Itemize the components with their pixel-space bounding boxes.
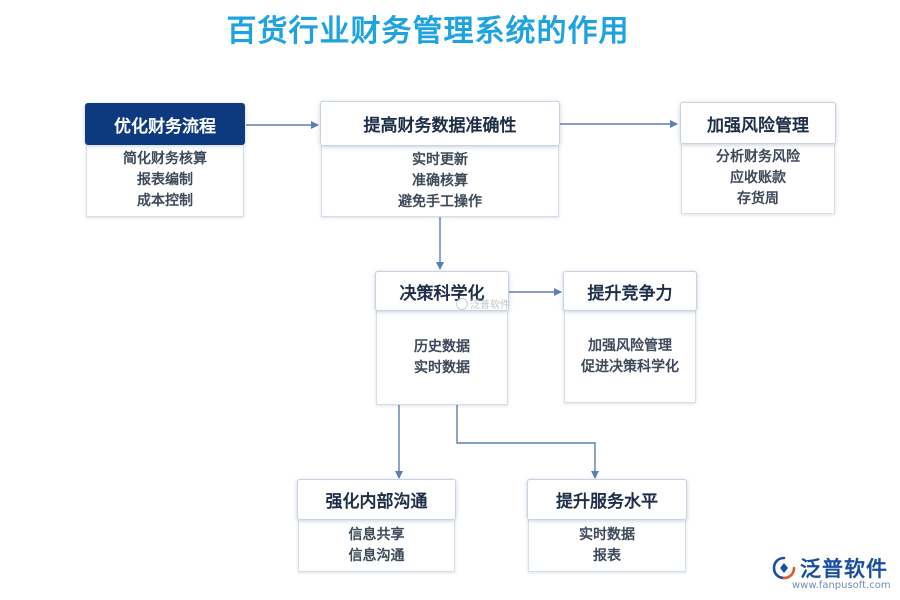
node-communication-body: 信息共享 信息沟通 (298, 520, 455, 572)
node-optimize-item: 成本控制 (137, 193, 193, 209)
node-communication-item: 信息共享 (348, 526, 405, 543)
inline-watermark: 泛普软件 (456, 296, 510, 311)
node-decision-body: 历史数据 实时数据 (376, 311, 508, 405)
node-enhance-competitiveness: 提升竞争力 加强风险管理 促进决策科学化 (563, 271, 697, 403)
node-communication-header: 强化内部沟通 (297, 479, 456, 520)
node-optimize-item: 报表编制 (137, 172, 193, 188)
node-decision-item: 历史数据 (414, 338, 470, 355)
node-accuracy-body: 实时更新 准确核算 避免手工操作 (321, 146, 559, 217)
node-decision-item: 实时数据 (414, 359, 470, 376)
node-improve-data-accuracy: 提高财务数据准确性 实时更新 准确核算 避免手工操作 (320, 101, 560, 217)
node-risk-body: 分析财务风险 应收账款 存货周 (681, 144, 835, 214)
watermark-text: 泛普软件 (470, 300, 510, 311)
node-compete-header: 提升竞争力 (563, 271, 697, 311)
node-compete-item: 促进决策科学化 (581, 358, 679, 375)
node-optimize-header: 优化财务流程 (85, 103, 245, 145)
brand-url: www.fanpusoft.com (792, 580, 891, 591)
node-accuracy-header: 提高财务数据准确性 (320, 101, 560, 146)
node-strengthen-internal-communication: 强化内部沟通 信息共享 信息沟通 (297, 479, 456, 572)
node-accuracy-item: 避免手工操作 (398, 193, 482, 210)
node-service-item: 实时数据 (579, 526, 635, 543)
node-service-item: 报表 (593, 547, 621, 564)
node-accuracy-item: 准确核算 (412, 172, 468, 189)
node-strengthen-risk-management: 加强风险管理 分析财务风险 应收账款 存货周 (680, 102, 836, 214)
node-risk-item: 存货周 (737, 191, 779, 207)
node-risk-header: 加强风险管理 (680, 102, 836, 144)
node-communication-item: 信息沟通 (348, 547, 405, 564)
node-scientific-decision: 决策科学化 历史数据 实时数据 (375, 271, 509, 405)
diagram-title: 百货行业财务管理系统的作用 (226, 14, 630, 49)
node-compete-body: 加强风险管理 促进决策科学化 (564, 311, 696, 403)
node-accuracy-item: 实时更新 (412, 151, 468, 168)
node-service-body: 实时数据 报表 (528, 520, 686, 572)
node-compete-item: 加强风险管理 (588, 337, 672, 354)
fanpu-logo-icon (772, 556, 796, 580)
node-optimize-finance-process: 优化财务流程 简化财务核算 报表编制 成本控制 (85, 103, 245, 217)
node-optimize-item: 简化财务核算 (123, 151, 207, 167)
brand-logo-text: 泛普软件 (800, 557, 888, 581)
watermark-logo-icon (456, 297, 468, 310)
node-optimize-body: 简化财务核算 报表编制 成本控制 (86, 145, 244, 217)
brand-logo: 泛普软件 (772, 553, 888, 583)
arrow-decision-to-service (456, 405, 599, 479)
node-improve-service-level: 提升服务水平 实时数据 报表 (527, 479, 687, 572)
node-risk-item: 分析财务风险 (716, 149, 800, 165)
node-risk-item: 应收账款 (730, 170, 786, 186)
node-service-header: 提升服务水平 (527, 479, 687, 520)
